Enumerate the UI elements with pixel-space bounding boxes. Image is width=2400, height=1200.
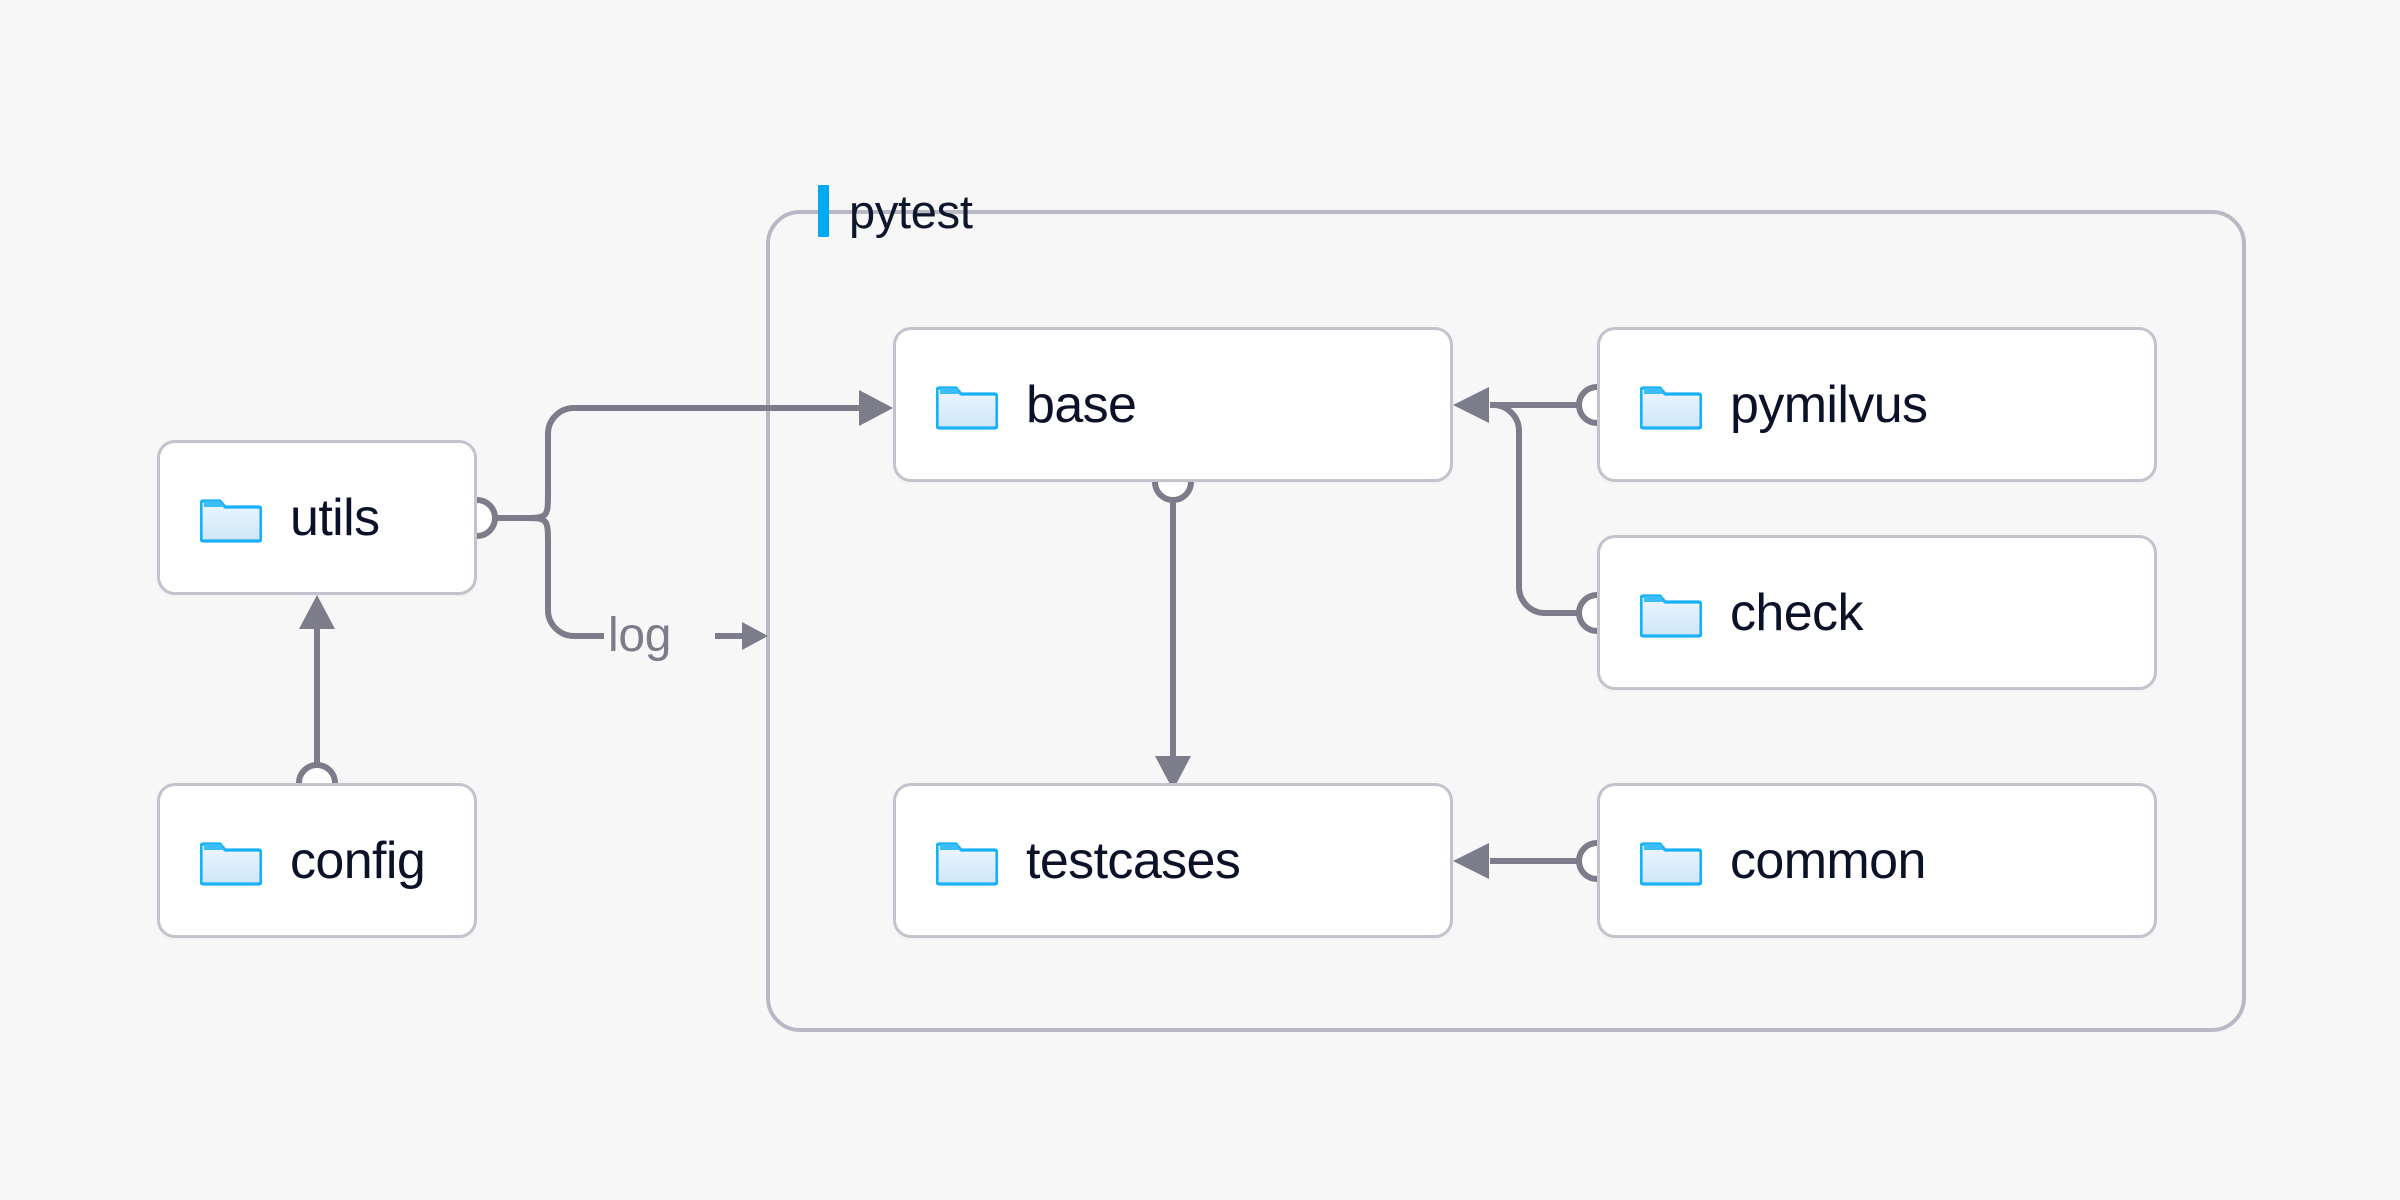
folder-icon [200, 498, 262, 543]
node-base[interactable]: base [893, 327, 1453, 482]
node-config[interactable]: config [157, 783, 477, 938]
accent-bar-icon [818, 185, 829, 237]
arrowhead-utils-into-base [859, 390, 893, 426]
node-label: utils [290, 488, 380, 547]
arrowhead-common-into-testcases [1453, 843, 1489, 879]
node-check[interactable]: check [1597, 535, 2157, 690]
node-label: config [290, 831, 426, 890]
folder-icon [1640, 841, 1702, 886]
node-testcases[interactable]: testcases [893, 783, 1453, 938]
node-label: testcases [1026, 831, 1241, 890]
node-label: check [1730, 583, 1863, 642]
arrowhead-right-column-into-base [1453, 387, 1489, 423]
folder-icon [1640, 593, 1702, 638]
edge-label-log: log [608, 609, 672, 662]
edge-check-to-base [1490, 402, 1579, 616]
node-common[interactable]: common [1597, 783, 2157, 938]
group-title-text: pytest [849, 184, 973, 238]
folder-icon [936, 385, 998, 430]
arrowhead-config-into-utils [299, 595, 335, 629]
node-pymilvus[interactable]: pymilvus [1597, 327, 2157, 482]
node-label: pymilvus [1730, 375, 1928, 434]
edge-utils-to-pytest-log [521, 515, 604, 639]
group-title-pytest: pytest [818, 182, 973, 240]
node-label: common [1730, 831, 1926, 890]
folder-icon [936, 841, 998, 886]
folder-icon [200, 841, 262, 886]
node-utils[interactable]: utils [157, 440, 477, 595]
arrowhead-log-into-pytest [742, 622, 768, 650]
folder-icon [1640, 385, 1702, 430]
node-label: base [1026, 375, 1137, 434]
edge-utils-to-base [521, 405, 862, 521]
